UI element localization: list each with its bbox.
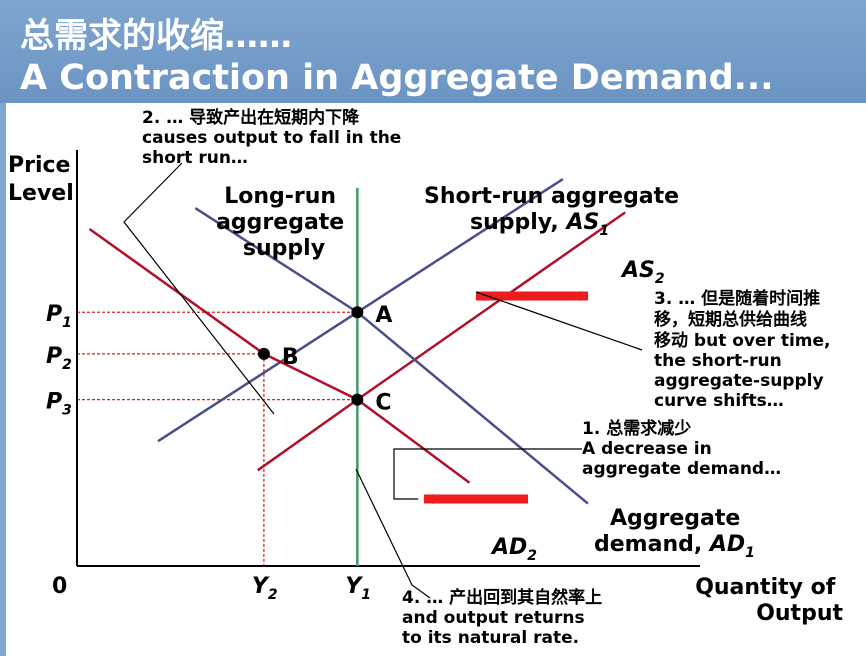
quantity-tick-y1: Y1 [345, 574, 371, 603]
ad1-label: Aggregate demand, AD1 [594, 506, 755, 561]
x-axis-label: Quantity of Output [695, 575, 843, 626]
title-chinese: 总需求的收缩…… [20, 16, 292, 56]
annotation-3: 3. … 但是随着时间推 移，短期总供给曲线 移动 but over time,… [654, 288, 836, 411]
title-bar: 总需求的收缩…… A Contraction in Aggregate Dema… [0, 0, 866, 103]
guide-lines [77, 311, 359, 566]
left-accent-strip [0, 103, 6, 656]
title-english: A Contraction in Aggregate Demand... [20, 58, 774, 98]
quantity-tick-y2: Y2 [252, 574, 278, 603]
leader-ann2 [123, 162, 275, 415]
annotation-4: 4. … 产出回到其自然率上 and output returns to its… [402, 587, 608, 648]
callout-leaders [123, 162, 643, 599]
point-c-label: C [375, 391, 391, 416]
annotation-1: 1. 总需求减少 A decrease in aggregate demand… [582, 418, 781, 479]
point-b-dot [257, 347, 270, 360]
price-tick-p2: P2 [46, 344, 72, 373]
origin-label: 0 [52, 574, 67, 599]
annotation-2: 2. … 导致产出在短期内下降 causes output to fall in… [142, 107, 407, 168]
price-tick-p3: P3 [46, 390, 72, 419]
ad2-curve [88, 227, 471, 484]
point-c-dot [351, 393, 364, 406]
y-axis-label: Price Level [8, 153, 78, 206]
as2-label: AS2 [620, 258, 665, 287]
leader-ann4 [355, 468, 431, 599]
equilibrium-points: A B C [257, 303, 392, 416]
point-a-dot [351, 306, 364, 319]
point-b-label: B [282, 345, 299, 370]
lras-label: Long-run aggregate supply [216, 184, 352, 261]
as1-label: Short-run aggregate supply, AS1 [424, 184, 687, 239]
price-tick-p1: P1 [46, 302, 72, 331]
leader-ann3 [475, 291, 643, 351]
ad2-label: AD2 [490, 535, 537, 564]
leader-ann1 [393, 448, 582, 500]
point-a-label: A [375, 303, 392, 328]
